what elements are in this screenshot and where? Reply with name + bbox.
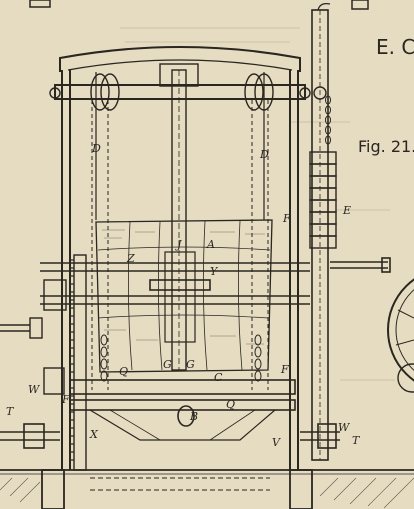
top-crossbeam bbox=[54, 84, 306, 100]
bale-A bbox=[95, 219, 273, 373]
left-crank bbox=[0, 279, 67, 395]
figure-label: Fig. 21. bbox=[358, 137, 414, 156]
label-T-left: T bbox=[6, 405, 15, 418]
counterweight-stack-E bbox=[309, 151, 337, 249]
top-edge-fragments bbox=[29, 0, 369, 10]
label-B: B bbox=[189, 410, 198, 423]
label-G1: G bbox=[163, 358, 172, 371]
ground-hatching bbox=[0, 477, 414, 509]
label-F-right: F bbox=[282, 212, 291, 225]
label-F-left: F bbox=[61, 393, 70, 406]
bale-outline bbox=[95, 219, 273, 373]
part-labels: D D E F F F J A Z Y G G Q Q C B W W T T … bbox=[6, 142, 361, 449]
label-W-right: W bbox=[338, 421, 351, 434]
bolt-head bbox=[49, 87, 61, 99]
lower-beam bbox=[69, 379, 296, 395]
tower-chain bbox=[325, 95, 331, 145]
section-letter: E. C bbox=[376, 35, 414, 59]
pulley-right-1 bbox=[244, 73, 264, 111]
handle-grip bbox=[381, 257, 391, 273]
label-D-left: D bbox=[91, 142, 101, 155]
pulley-right-2 bbox=[254, 73, 274, 111]
gear-housing bbox=[43, 367, 65, 395]
label-W-left: W bbox=[28, 383, 41, 396]
bolt-head bbox=[299, 87, 311, 99]
label-C: C bbox=[214, 371, 223, 384]
label-X: X bbox=[89, 428, 99, 441]
label-E: E bbox=[342, 204, 351, 217]
label-V: V bbox=[272, 436, 281, 449]
counterweight-tower bbox=[311, 3, 331, 461]
handle-shaft bbox=[330, 257, 391, 273]
bolt-B bbox=[177, 405, 195, 427]
chains-D bbox=[91, 100, 269, 390]
crown-beam bbox=[59, 46, 301, 72]
valve-W-right bbox=[317, 423, 337, 449]
label-Q1: Q bbox=[119, 365, 128, 378]
foundation bbox=[0, 469, 414, 509]
top-pulleys bbox=[49, 73, 327, 111]
bale-hatching bbox=[102, 229, 265, 345]
partial-flywheel bbox=[387, 278, 414, 393]
label-F-right-lower: F bbox=[280, 363, 289, 376]
label-Q2: Q bbox=[226, 398, 235, 411]
tie-rods bbox=[40, 251, 310, 343]
valve-W-left bbox=[23, 423, 45, 449]
label-J: J bbox=[175, 238, 182, 251]
label-G2: G bbox=[186, 358, 195, 371]
pulley-left-1 bbox=[90, 73, 110, 111]
label-Z: Z bbox=[126, 252, 135, 265]
crosshead-Y bbox=[149, 279, 211, 291]
label-T-right: T bbox=[352, 434, 361, 447]
gear-housing bbox=[43, 279, 67, 311]
pulley-left-2 bbox=[100, 73, 120, 111]
lower-chains bbox=[100, 334, 262, 382]
label-Y: Y bbox=[210, 265, 219, 278]
press-frame bbox=[54, 46, 306, 470]
label-D-right: D bbox=[259, 148, 269, 161]
label-A: A bbox=[206, 238, 215, 251]
base-platform bbox=[0, 379, 340, 449]
